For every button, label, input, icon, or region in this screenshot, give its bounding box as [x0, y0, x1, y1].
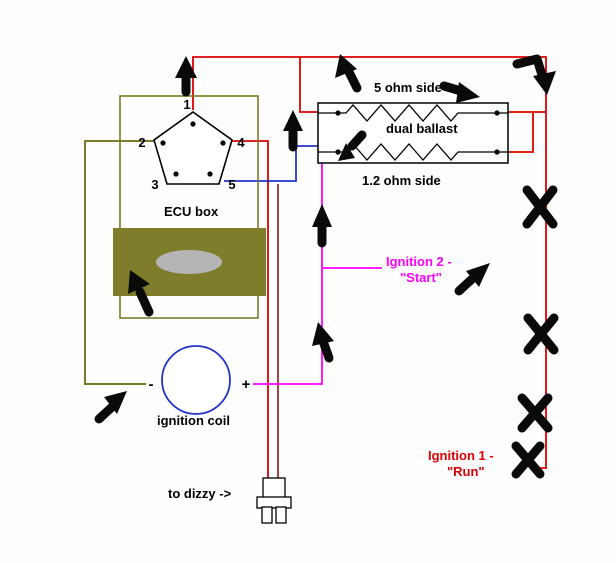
- red-wire-ballast-right-bracket: [508, 112, 534, 153]
- ignition-coil: - + ignition coil: [149, 345, 251, 428]
- magenta-wires: [253, 158, 382, 385]
- dizzy-plug-leg-right: [275, 506, 287, 524]
- blue-wires: [224, 145, 318, 182]
- ignition2-label-line1: Ignition 2 -: [386, 254, 452, 269]
- ignition1-label-line1: Ignition 1 -: [428, 448, 494, 463]
- ignition2-callout: Ignition 2 - "Start": [386, 254, 452, 285]
- marker-arrowhead-start: [466, 263, 490, 287]
- marker-arrow-magenta-lower-shaft: [318, 336, 334, 363]
- pin-dot-5: [207, 171, 213, 177]
- marker-arrow-ballast-shaft: [347, 130, 367, 151]
- pin-label-2: 2: [138, 135, 145, 150]
- terminal-dot-bottom-left: [335, 149, 341, 155]
- pin-label-3: 3: [151, 177, 158, 192]
- marker-x-4: [511, 441, 545, 479]
- ecu-box-outline: [119, 95, 259, 319]
- marker-arrowhead-ballast: [338, 143, 355, 161]
- marker-arrowhead-bluewire: [283, 110, 303, 131]
- marker-arrowhead-coil: [104, 391, 127, 414]
- ballast-resistor: 5 ohm side dual ballast 1.2 ohm side: [317, 80, 509, 188]
- marker-arrowhead-5ohm: [456, 82, 480, 103]
- dizzy-plug-stem: [262, 477, 286, 499]
- ecu-module-oval: [156, 250, 222, 274]
- pin-label-4: 4: [237, 135, 245, 150]
- ignition1-callout: Ignition 1 - "Run": [428, 448, 494, 479]
- dizzy-plug-leg-left: [261, 506, 273, 524]
- marker-arrow-heads: [104, 54, 556, 414]
- ecu-box-label: ECU box: [164, 204, 219, 219]
- marker-arrow-coil-shaft: [94, 402, 117, 424]
- ecu-box: 1 2 4 3 5 ECU box: [113, 95, 266, 319]
- coil-body: [161, 345, 231, 415]
- pin-dot-4: [220, 140, 226, 146]
- marker-x4-stroke-b: [511, 441, 545, 479]
- marker-x1-stroke-b: [522, 185, 558, 229]
- marker-x-2: [523, 313, 559, 355]
- pin-dot-3: [173, 171, 179, 177]
- coil-plus-sign: +: [242, 376, 251, 393]
- pin-dot-2: [160, 140, 166, 146]
- red-wire-ballast-feed: [299, 57, 318, 113]
- marker-arrowhead-topmid: [335, 54, 357, 78]
- terminal-dot-top-right: [494, 110, 500, 116]
- ignition1-label-line2: "Run": [447, 464, 485, 479]
- ballast-terminal-dots: [335, 110, 500, 155]
- ignition-coil-label: ignition coil: [157, 413, 230, 428]
- marker-x3-stroke-b: [517, 393, 553, 433]
- red-wire-pin4-to-dizzy: [232, 140, 269, 480]
- dizzy-plug-body: [256, 496, 292, 509]
- marker-x-1: [522, 185, 558, 229]
- marker-x-3: [517, 393, 553, 433]
- terminal-dot-top-left: [335, 110, 341, 116]
- marker-arrow-start-shaft: [454, 274, 477, 296]
- marker-arrow-ecu-shaft: [135, 287, 154, 317]
- marker-arrowhead-topright: [533, 71, 556, 95]
- dizzy-connector: [256, 477, 292, 524]
- coil-minus-sign: -: [149, 376, 154, 393]
- blue-wire-pin5-to-ballast: [224, 145, 318, 182]
- pin-label-5: 5: [228, 177, 235, 192]
- marker-arrowhead-pin1: [175, 56, 197, 78]
- resistor-5ohm: [318, 104, 508, 122]
- ecu-pentagon-pin-dots: [160, 121, 226, 177]
- marker-arrowhead-magenta-lower: [312, 322, 334, 346]
- marker-arrow-topright-shaft: [512, 54, 548, 83]
- ballast-label-dual: dual ballast: [386, 121, 458, 136]
- ballast-label-1-2ohm: 1.2 ohm side: [362, 173, 441, 188]
- marker-arrowhead-magenta-upper: [312, 204, 332, 227]
- pin-label-1: 1: [183, 97, 190, 112]
- ballast-label-5ohm: 5 ohm side: [374, 80, 442, 95]
- ignition2-label-line2: "Start": [400, 270, 442, 285]
- terminal-dot-bottom-right: [494, 149, 500, 155]
- dizzy-label: to dizzy ->: [168, 486, 232, 501]
- marker-x2-stroke-b: [523, 313, 559, 355]
- ecu-connector-pentagon: [153, 111, 233, 185]
- pin-dot-1: [190, 121, 196, 127]
- marker-arrowhead-ecu: [128, 270, 150, 294]
